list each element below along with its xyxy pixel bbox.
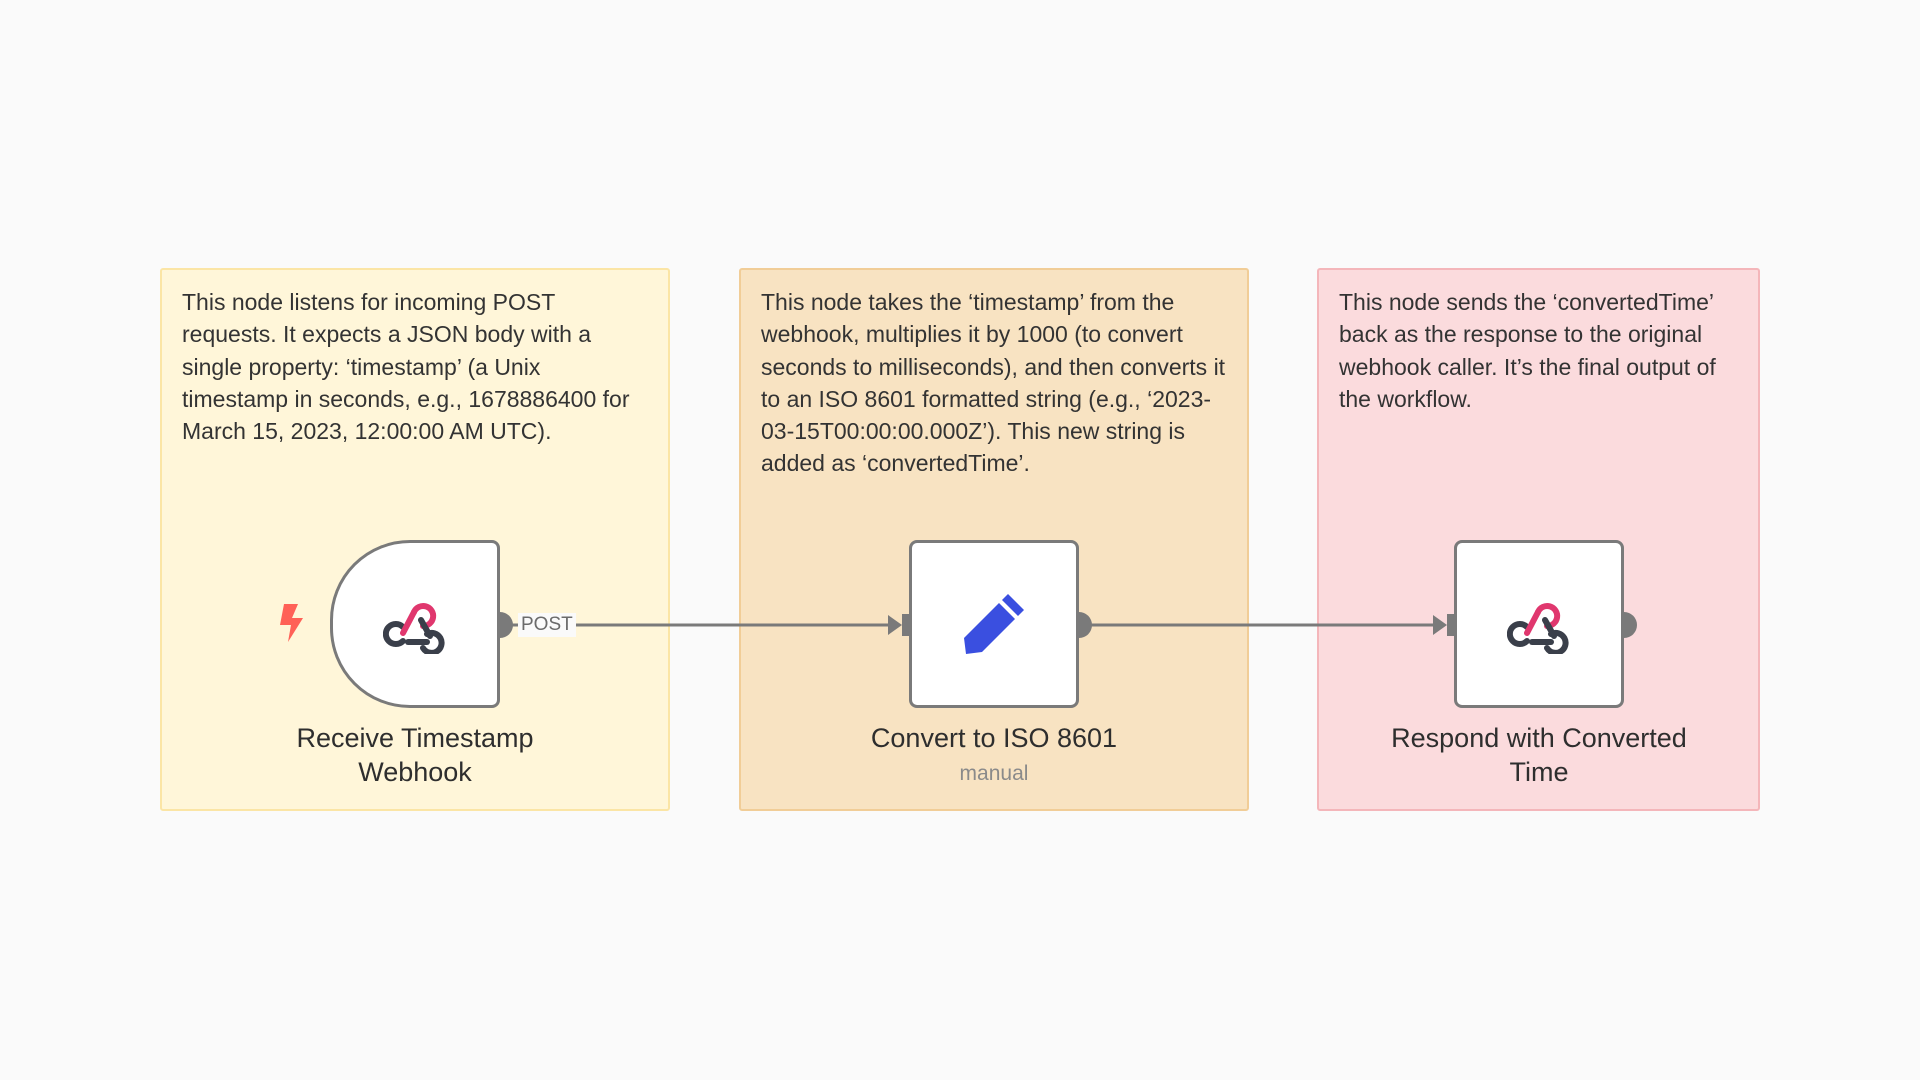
sticky-note-text: This node listens for incoming POST requ…	[182, 289, 630, 445]
webhook-icon	[383, 603, 445, 654]
pencil-icon	[964, 594, 1024, 654]
node-title: Convert to ISO 8601	[870, 723, 1118, 753]
lightning-bolt-icon	[280, 604, 303, 642]
connection-convert-to-respond[interactable]	[1079, 615, 1447, 635]
node-subtitle: manual	[959, 762, 1029, 785]
input-handle-respond[interactable]	[1447, 614, 1455, 636]
node-title: Respond with Converted Time	[1391, 723, 1687, 787]
connection-label: POST	[518, 613, 576, 637]
webhook-icon	[1507, 603, 1569, 654]
sticky-note-receive[interactable]: This node listens for incoming POST requ…	[160, 268, 670, 811]
sticky-note-text: This node sends the ‘convertedTime’ back…	[1339, 289, 1716, 412]
sticky-note-respond[interactable]: This node sends the ‘convertedTime’ back…	[1317, 268, 1760, 811]
node-title: Receive Timestamp Webhook	[296, 723, 534, 787]
node-respond-with-converted-time[interactable]	[1454, 540, 1624, 708]
sticky-note-convert[interactable]: This node takes the ‘timestamp’ from the…	[739, 268, 1249, 811]
sticky-note-text: This node takes the ‘timestamp’ from the…	[761, 289, 1226, 477]
node-convert-to-iso-8601[interactable]	[909, 540, 1079, 708]
node-receive-timestamp-webhook[interactable]	[330, 540, 500, 708]
input-handle-convert[interactable]	[902, 614, 910, 636]
